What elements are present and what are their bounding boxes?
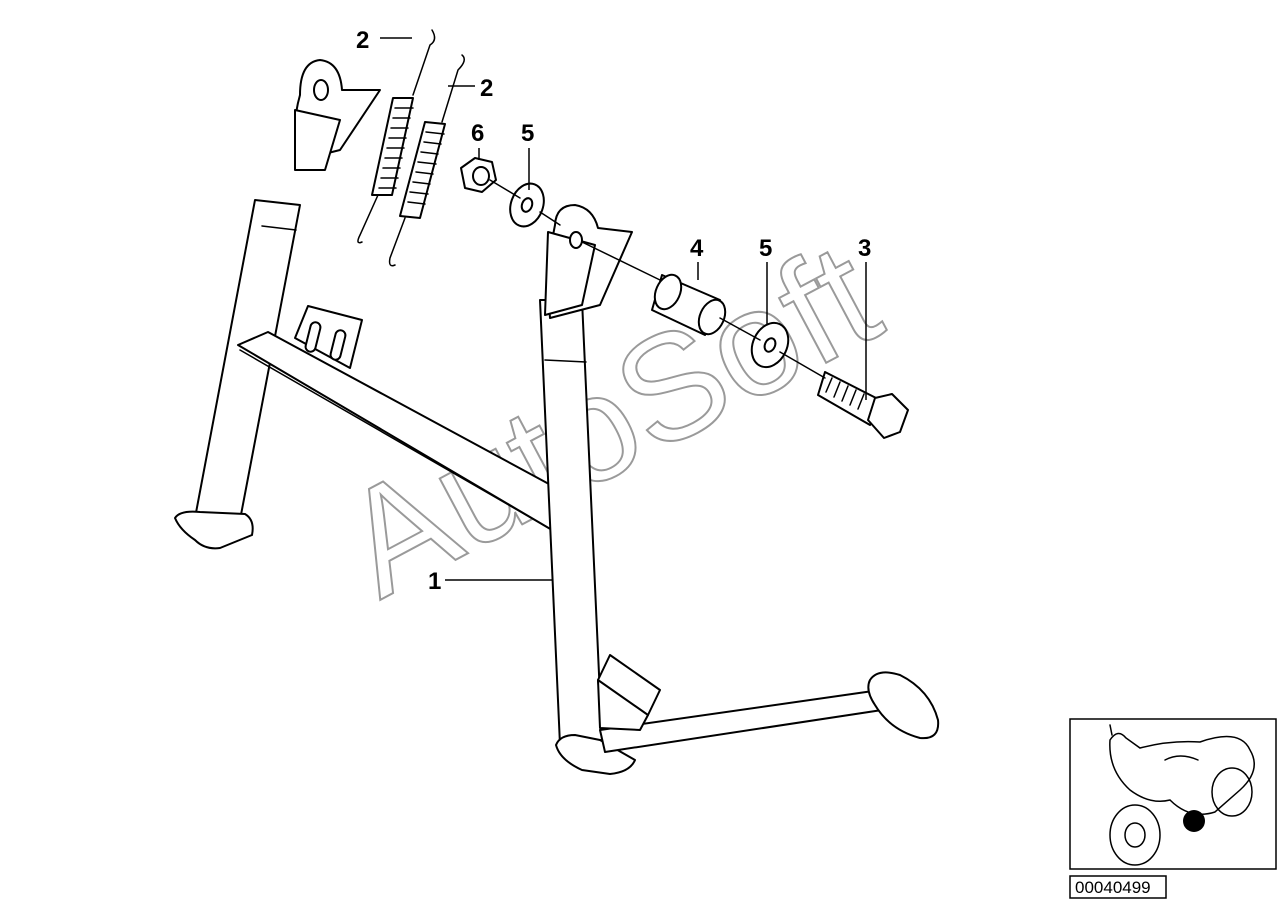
bushing[interactable]: [650, 271, 731, 339]
diagram-number: 00040499: [1075, 878, 1151, 897]
callout-5a: 5: [521, 120, 534, 147]
hex-nut[interactable]: [460, 157, 497, 193]
callout-2b: 2: [480, 75, 493, 102]
callout-4: 4: [690, 235, 704, 262]
motorcycle-icon: [1109, 724, 1255, 866]
location-marker: [1183, 810, 1205, 832]
callout-2a: 2: [356, 27, 369, 54]
center-stand[interactable]: [174, 59, 940, 775]
spring-left[interactable]: [357, 29, 436, 244]
hex-bolt[interactable]: [817, 371, 909, 439]
callout-1: 1: [428, 568, 441, 595]
callouts: 2 2 6 5 4 5 3 1: [356, 27, 871, 595]
callout-3: 3: [858, 235, 871, 262]
callout-6: 6: [471, 120, 484, 147]
assembly-axis: [489, 179, 826, 379]
motorcycle-locator-thumbnail: 00040499: [1069, 718, 1277, 899]
washer-upper[interactable]: [504, 179, 549, 231]
leader-lines: [380, 37, 867, 581]
callout-5b: 5: [759, 235, 772, 262]
spring-right[interactable]: [388, 54, 465, 267]
washer-lower[interactable]: [745, 317, 795, 373]
